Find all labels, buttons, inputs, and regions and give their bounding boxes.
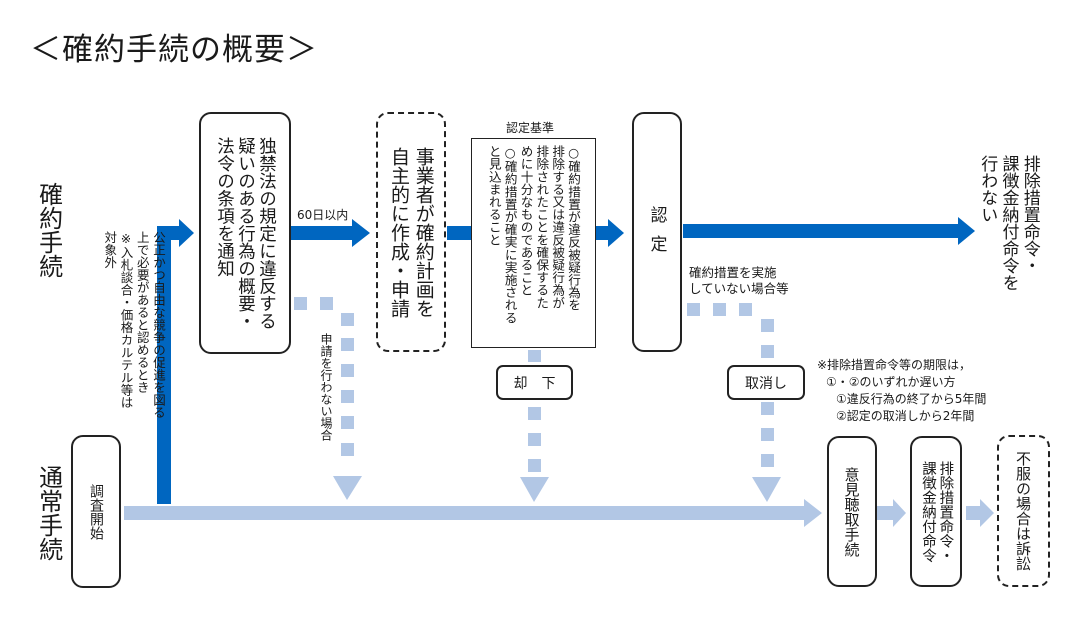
side-note-line-3: ※入札談合・価格カルテル等は	[118, 231, 134, 409]
not-implemented-label: 確約措置を実施 していない場合等	[689, 265, 789, 298]
notice-line-1: 独禁法の規定に違反する	[256, 136, 277, 330]
criteria-line-1: ○確約措置が違反被疑行為を	[566, 145, 582, 312]
main-arrow-head-4	[608, 219, 624, 247]
main-arrow-horizontal-4	[596, 226, 608, 240]
criteria-line-5: ○確約措置が確実に実施される	[502, 145, 518, 324]
light-arrow-2	[877, 506, 893, 520]
limitation-note: ※排除措置命令等の期限は， ①・②のいずれか遅い方 ①違反行為の終了から5年間 …	[817, 357, 986, 425]
approval-label: 認定	[646, 206, 667, 264]
main-arrow-horizontal-5	[683, 224, 958, 238]
dotted-branch-rejection	[520, 350, 549, 502]
rejection-label: 却 下	[513, 375, 556, 392]
criteria-line-6: と見込まれること	[486, 145, 502, 246]
criteria-line-2: 排除する又は違反被疑行為が	[550, 145, 566, 309]
light-arrow-2-head	[893, 499, 906, 527]
notice-box: 独禁法の規定に違反する 疑いのある行為の概要・ 法令の条項を通知	[199, 112, 291, 354]
main-arrow-vertical	[157, 226, 171, 504]
side-note: 公正かつ自由な競争の促進を図る 上で必要があると認めるとき ※入札談合・価格カル…	[101, 231, 166, 419]
ordinary-arrow	[124, 506, 804, 520]
dotted-branch-no-application	[294, 297, 362, 500]
investigation-box: 調査開始	[71, 435, 121, 588]
light-arrow-3-head	[980, 499, 994, 527]
limitation-line-2: ①・②のいずれか遅い方	[826, 375, 956, 390]
limitation-line-1: ※排除措置命令等の期限は，	[817, 358, 972, 372]
no-application-label: 申請を行わない場合	[319, 333, 333, 441]
not-implemented-line-2: していない場合等	[689, 281, 789, 297]
main-arrow-head-1	[179, 219, 194, 247]
page-title: ＜確約手続の概要＞	[30, 32, 318, 68]
outcome-line-1: 排除措置命令・	[1019, 155, 1040, 274]
main-arrow-head-2	[352, 219, 370, 247]
rejection-box: 却 下	[496, 365, 573, 400]
criteria-line-3: 排除されたことを確保するた	[534, 145, 550, 309]
light-arrow-3	[966, 506, 980, 520]
outcome-text: 排除措置命令・ 課徴金納付命令を 行わない	[976, 155, 1040, 291]
outcome-line-2: 課徴金納付命令を	[998, 155, 1019, 291]
notice-line-3: 法令の条項を通知	[214, 136, 235, 277]
side-note-line-1: 公正かつ自由な競争の促進を図る	[151, 231, 166, 419]
notice-line-2: 疑いのある行為の概要・	[235, 136, 256, 330]
approval-box: 認定	[632, 112, 682, 352]
appeal-box: 不服の場合は訴訟	[997, 435, 1050, 587]
main-arrow-horizontal-2	[290, 226, 352, 240]
deadline-label: 60日以内	[297, 208, 349, 222]
orders-line-2: 課徴金納付命令	[920, 460, 936, 563]
hearing-label: 意見聴取手続	[842, 466, 861, 557]
plan-line-2: 自主的に作成・申請	[388, 146, 410, 318]
main-arrow-head-5	[958, 217, 975, 245]
limitation-line-4: ②認定の取消しから2年間	[836, 409, 975, 424]
lane-label-ordinary: 通常手続	[34, 465, 63, 561]
side-note-line-2: 上で必要があると認めるとき	[134, 231, 150, 394]
criteria-heading: 認定基準	[506, 121, 555, 135]
criteria-box: ○確約措置が違反被疑行為を 排除する又は違反被疑行為が 排除されたことを確保する…	[471, 138, 596, 348]
plan-box: 事業者が確約計画を 自主的に作成・申請	[376, 112, 446, 352]
criteria-line-4: めに十分なものであること	[518, 145, 534, 297]
outcome-line-3: 行わない	[977, 155, 998, 223]
main-arrow-horizontal-3	[447, 226, 471, 240]
not-implemented-line-1: 確約措置を実施	[689, 265, 777, 280]
orders-line-1: 排除措置命令・	[937, 460, 954, 563]
side-note-line-4: 対象外	[102, 231, 118, 269]
revocation-label: 取消し	[745, 375, 787, 392]
main-arrow-horizontal-1	[157, 226, 179, 240]
appeal-label: 不服の場合は訴訟	[1014, 451, 1032, 571]
lane-label-commitment: 確約手続	[34, 182, 63, 278]
plan-line-1: 事業者が確約計画を	[412, 146, 435, 318]
revocation-box: 取消し	[727, 365, 805, 400]
dotted-branch-revocation	[687, 303, 781, 502]
ordinary-arrow-head	[804, 499, 822, 527]
limitation-line-3: ①違反行為の終了から5年間	[836, 392, 987, 407]
hearing-box: 意見聴取手続	[827, 436, 877, 587]
investigation-label: 調査開始	[88, 483, 104, 540]
orders-box: 排除措置命令・ 課徴金納付命令	[910, 436, 962, 587]
